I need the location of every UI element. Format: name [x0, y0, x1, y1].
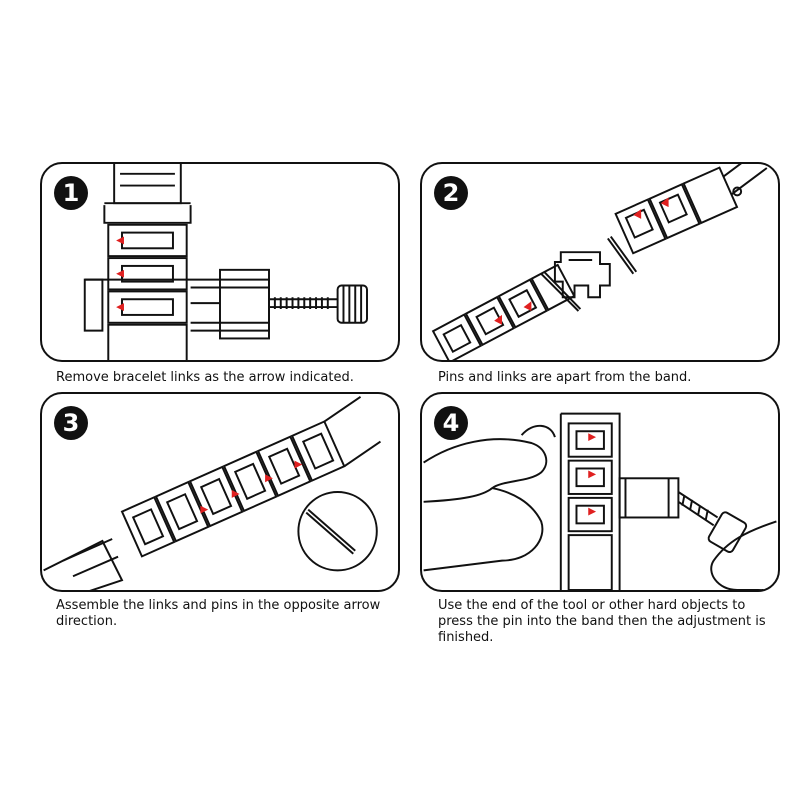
step-number-badge: 1	[54, 176, 88, 210]
step-number-badge: 3	[54, 406, 88, 440]
step-number-badge: 4	[434, 406, 468, 440]
assemble-links-illustration	[43, 396, 382, 590]
step-1-caption: Remove bracelet links as the arrow indic…	[56, 370, 354, 385]
step-4-panel: 4	[420, 392, 780, 592]
step-3-caption: Assemble the links and pins in the oppos…	[56, 598, 381, 629]
step-3-panel: 3	[40, 392, 400, 592]
step-number-badge: 2	[434, 176, 468, 210]
step-2-caption: Pins and links are apart from the band.	[438, 370, 692, 385]
separated-links-illustration	[431, 164, 768, 360]
press-pin-illustration	[423, 412, 777, 590]
step-4-caption: Use the end of the tool or other hard ob…	[438, 598, 766, 645]
remove-links-illustration	[83, 164, 368, 360]
step-2-panel: 2	[420, 162, 780, 362]
step-1-panel: 1	[40, 162, 400, 362]
